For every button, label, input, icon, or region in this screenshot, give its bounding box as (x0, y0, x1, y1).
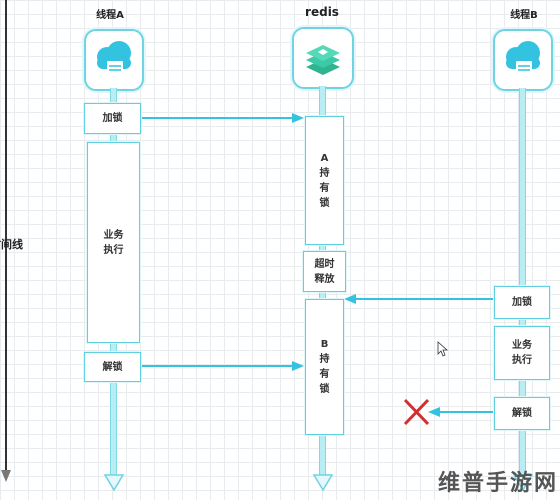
redis-database-icon (292, 27, 354, 89)
thread-b-title: 线程B (510, 10, 538, 21)
arrow-thread-b-lock-to-redis (344, 294, 494, 304)
time-axis-label: 时间线 (0, 238, 23, 251)
thread-a-business-step: 业务 执行 (87, 142, 140, 343)
thread-a-lock-step: 加锁 (84, 103, 141, 134)
thread-a-lifeline-end-arrow (103, 474, 125, 492)
thread-b-lifeline-end-arrow (512, 474, 534, 492)
watermark-text: 维普手游网 (438, 471, 559, 496)
redis-lifeline-end-arrow (312, 474, 334, 492)
time-axis (5, 0, 7, 474)
thread-b-unlock-step: 解锁 (494, 397, 550, 430)
thread-b-lock-step: 加锁 (494, 286, 550, 319)
thread-a-unlock-step: 解锁 (84, 352, 141, 382)
unlock-failed-cross-icon (403, 398, 430, 426)
arrow-thread-a-lock-to-redis (140, 113, 304, 123)
arrow-thread-b-unlock-failed (428, 407, 494, 417)
thread-b-cloud-server-icon (493, 29, 553, 91)
redis-b-holds-lock-step: B 持 有 锁 (305, 299, 344, 435)
redis-timeout-release-step: 超时 释放 (303, 251, 346, 292)
mouse-cursor-icon (437, 341, 449, 357)
thread-b-business-step: 业务 执行 (494, 326, 550, 380)
thread-a-cloud-server-icon (84, 29, 144, 91)
redis-title: redis (305, 5, 339, 19)
redis-a-holds-lock-step: A 持 有 锁 (305, 116, 344, 245)
thread-a-title: 线程A (96, 10, 124, 21)
thread-b-lifeline (519, 88, 526, 476)
time-axis-arrow (1, 470, 11, 482)
arrow-thread-a-unlock-to-redis (140, 361, 304, 371)
